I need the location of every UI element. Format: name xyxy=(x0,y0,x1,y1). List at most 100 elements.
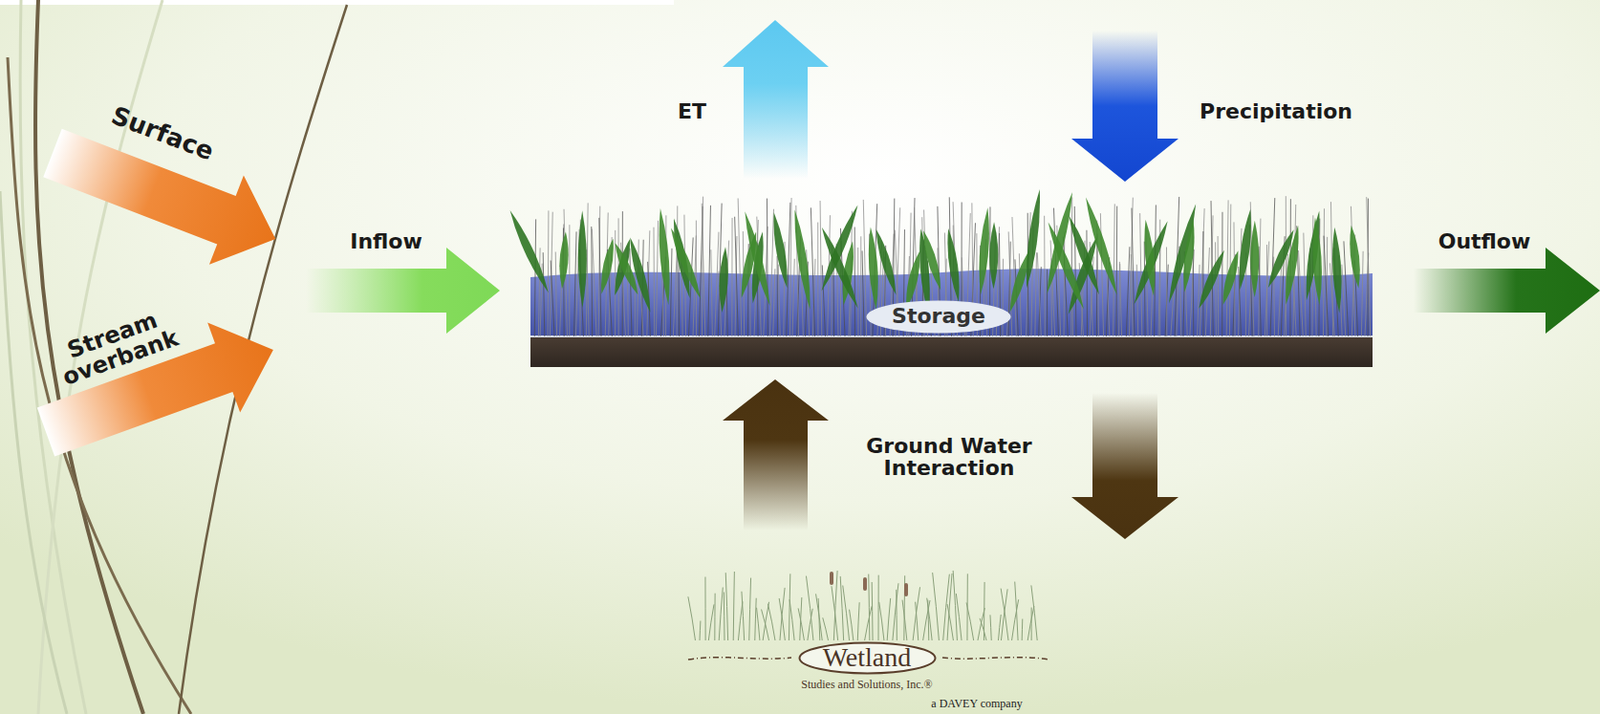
plant-leaf xyxy=(655,208,672,306)
plant-stalk xyxy=(655,220,658,337)
plant-stalk xyxy=(1131,208,1135,337)
logo-grass xyxy=(718,587,723,641)
plant-stalk xyxy=(1214,241,1217,337)
plant-stalk xyxy=(1166,246,1168,337)
logo-grass xyxy=(879,602,885,641)
et-arrow xyxy=(722,20,829,179)
flow-label: Outflow xyxy=(1438,230,1532,253)
top-strip xyxy=(0,0,674,5)
logo-grass xyxy=(915,602,919,641)
plant-stalk xyxy=(810,207,815,337)
logo-subtitle: Studies and Solutions, Inc.® xyxy=(800,678,932,692)
plant-stalk xyxy=(1043,216,1046,337)
logo-grass xyxy=(831,585,839,641)
logo-grass xyxy=(723,592,726,641)
plant-stalk xyxy=(1119,261,1122,337)
plant-stalk xyxy=(1136,264,1138,337)
logo-ellipse: Wetland xyxy=(798,641,937,675)
ellipse-shape xyxy=(866,300,1012,333)
logo-grass xyxy=(955,593,962,641)
groundwater-down-arrow xyxy=(1071,392,1179,540)
plant-stalk xyxy=(1128,197,1133,337)
plant-stalk xyxy=(860,236,862,337)
logo-grass xyxy=(1000,588,1009,641)
plant-stalk xyxy=(1197,264,1200,337)
plant-stalk xyxy=(695,220,697,337)
plant-stalk xyxy=(1001,259,1004,337)
plant-stalk xyxy=(1199,208,1205,337)
plant-stalk xyxy=(1323,236,1329,337)
logo-grass xyxy=(725,572,728,641)
logo-grass xyxy=(979,618,987,641)
logo-grass xyxy=(966,602,974,641)
plant-leaf xyxy=(558,231,571,289)
logo-grass xyxy=(895,589,898,641)
logo-grass xyxy=(805,576,813,641)
plant-stalk xyxy=(1343,240,1349,337)
logo-grass xyxy=(849,609,854,641)
logo-grass xyxy=(886,598,891,641)
plant-stalk xyxy=(857,247,859,337)
plant-stalk xyxy=(599,217,602,337)
logo-grass xyxy=(912,586,920,641)
plant-stalk xyxy=(1258,246,1261,337)
plant-stalk xyxy=(1266,244,1268,337)
precipitation-arrow xyxy=(1071,30,1179,182)
plant-leaf xyxy=(597,237,618,295)
groundwater-up-arrow xyxy=(722,379,829,531)
logo-grass xyxy=(868,574,870,641)
logo-grass xyxy=(952,570,957,641)
logo-grass xyxy=(843,585,850,641)
logo-grass xyxy=(761,609,770,641)
plant-stalk xyxy=(1046,269,1048,337)
logo-grass xyxy=(1027,605,1035,641)
plant-leaf xyxy=(1180,218,1198,293)
logo-grass xyxy=(756,607,760,641)
plant-stalk xyxy=(1264,241,1269,337)
plant-stalk xyxy=(821,264,825,337)
plant-stalk xyxy=(701,203,706,337)
plant-stalk xyxy=(555,252,557,337)
plant-stalk xyxy=(777,256,779,337)
flow-label: Precipitation xyxy=(1199,100,1353,123)
plant-stalk xyxy=(862,250,865,337)
plant-stalk xyxy=(1297,250,1303,337)
plant-leaf xyxy=(578,210,587,308)
logo-grass xyxy=(943,574,951,641)
plant-stalk xyxy=(534,218,536,337)
plant-stalk xyxy=(1217,236,1220,337)
logo-grass xyxy=(864,605,873,641)
plant-stalk xyxy=(550,260,555,337)
logo-grass xyxy=(741,591,745,641)
plant-leaf xyxy=(919,229,946,292)
logo-grass xyxy=(822,617,829,641)
plant-leaf xyxy=(1218,249,1242,306)
logo-grass xyxy=(998,614,1002,641)
plant-leaf xyxy=(1129,219,1171,307)
plant-leaf xyxy=(1141,218,1159,297)
plant-stalk xyxy=(1018,253,1021,337)
ellipse-shape xyxy=(799,642,935,673)
logo-cattail xyxy=(863,577,867,591)
logo-cattail xyxy=(829,571,834,585)
plant-stalk xyxy=(790,197,793,337)
plant-leaf xyxy=(769,211,792,289)
plant-stalk xyxy=(1085,230,1088,337)
plant-stalk xyxy=(1035,252,1038,337)
plant-stalk xyxy=(1258,218,1261,337)
plant-leaf xyxy=(1346,224,1363,289)
storage-ellipse: Storage xyxy=(864,299,1013,335)
logo-grass xyxy=(779,587,785,641)
flow-label: Ground Water Interaction xyxy=(848,434,1050,479)
logo-grass xyxy=(927,598,932,641)
logo-grass xyxy=(708,604,714,641)
plant-stalk xyxy=(1008,231,1013,337)
plant-stalk xyxy=(817,222,819,337)
logo-grass xyxy=(789,599,795,641)
plant-stalk xyxy=(1285,195,1287,337)
plant-leaf xyxy=(818,225,863,310)
decor-stems xyxy=(0,0,347,714)
plant-stalk xyxy=(792,259,795,337)
